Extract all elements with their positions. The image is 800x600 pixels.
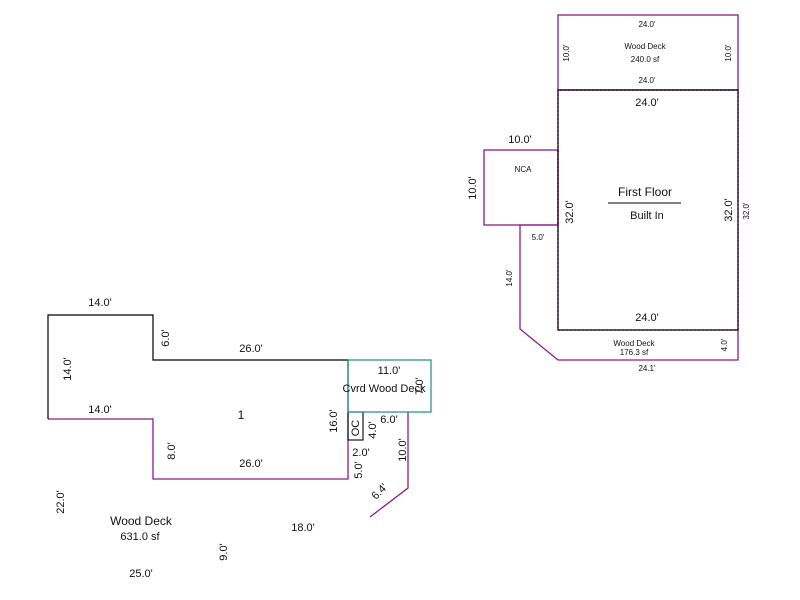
top-deck-title: Wood Deck [624,42,666,51]
first-floor-dim-right: 32.0' [723,198,735,222]
dim-inner-left: 14.0' [88,404,112,416]
nca-dim-top: 10.0' [508,134,532,146]
first-floor-dim-right-outer: 32.0' [742,202,751,220]
oc-dim-width: 2.0' [352,447,369,459]
dim-top-main: 26.0' [239,343,263,355]
deck-dim-d4: 6.4' [369,481,390,502]
wood-deck-left-area: 631.0 sf [120,531,160,543]
nca-dim-left: 10.0' [467,176,479,200]
top-deck-area: 240.0 sf [631,55,660,64]
living-area-outline [47,314,349,440]
deck-dim-d5: 22.0' [55,490,67,514]
wood-deck-left-outline [48,412,409,518]
left-plan: 14.0' 14.0' 6.0' 26.0' 14.0' 1 8.0' 26.0… [47,297,432,580]
covered-wood-deck [347,359,432,413]
bottom-deck-dim-right: 4.0' [720,338,729,351]
covered-deck-dim-side: 7.0' [414,377,426,394]
right-plan: 24.0' Wood Deck 240.0 sf 24.0' 10.0' 10.… [467,14,751,373]
top-deck-dim-bottom: 24.0' [638,76,656,85]
first-floor-subtitle: Built In [630,210,664,222]
dim-notch: 6.0' [160,329,172,346]
dim-bottom-main: 26.0' [239,458,263,470]
first-floor-dim-top: 24.0' [635,97,659,109]
bottom-deck-title: Wood Deck [613,339,655,348]
dim-top-left: 14.0' [88,297,112,309]
bottom-deck-dim-left: 14.0' [505,269,514,287]
top-deck-dim-right: 10.0' [724,44,733,62]
top-deck-dim-left: 10.0' [562,44,571,62]
covered-deck-label: Cvrd Wood Deck [343,383,426,395]
first-floor-title: First Floor [618,185,672,199]
oc-label: OC [350,420,362,437]
bottom-deck-dim-notch: 5.0' [532,233,545,242]
bottom-deck-area: 176.3 sf [620,348,649,357]
deck-dim-d6: 18.0' [291,522,315,534]
deck-dim-d7: 9.0' [218,543,230,560]
bottom-wood-deck [519,224,739,361]
deck-dim-d1: 6.0' [380,414,397,426]
bottom-deck-dim-bottom: 24.1' [638,364,656,373]
nca-label: NCA [515,165,533,174]
deck-dim-d2: 10.0' [397,438,409,462]
first-floor-dim-left: 32.0' [564,200,576,224]
deck-dim-d8: 25.0' [129,568,153,580]
top-deck-dim-top: 24.0' [638,20,656,29]
dim-bottom-drop: 8.0' [166,442,178,459]
covered-deck-dim-top: 11.0' [378,365,401,377]
nca-box [483,149,559,226]
deck-dim-d3: 5.0' [353,461,365,478]
living-area-label: 1 [238,408,245,422]
oc-dim-height: 4.0' [367,421,379,438]
first-floor-dim-bottom: 24.0' [635,312,659,324]
wood-deck-left-title: Wood Deck [110,514,173,528]
dim-right: 16.0' [328,409,340,433]
first-floor-overlay [557,89,739,331]
dim-left: 14.0' [62,357,74,381]
